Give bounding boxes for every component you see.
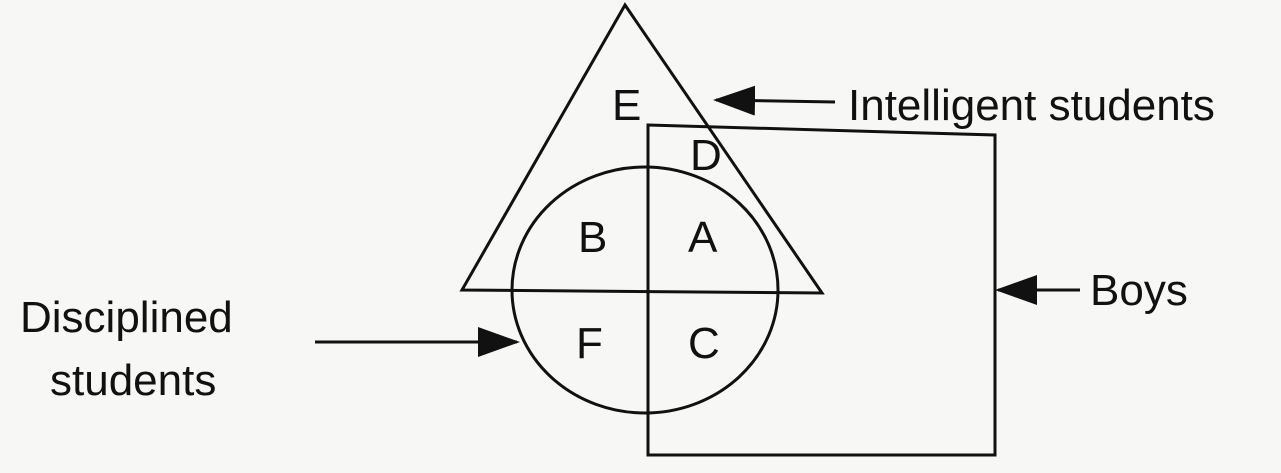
disciplined-students-circle bbox=[510, 165, 780, 415]
region-c: C bbox=[688, 319, 720, 368]
region-d: D bbox=[690, 131, 722, 180]
region-f: F bbox=[576, 319, 603, 368]
intelligent-students-triangle bbox=[459, 2, 825, 295]
region-e: E bbox=[612, 81, 641, 130]
label-disciplined-line2: students bbox=[50, 356, 216, 405]
label-disciplined-line1: Disciplined bbox=[20, 293, 233, 342]
region-a: A bbox=[688, 213, 718, 262]
label-boys: Boys bbox=[1090, 266, 1188, 315]
boys-rectangle bbox=[646, 123, 997, 457]
region-b: B bbox=[578, 213, 607, 262]
intelligent-arrow bbox=[713, 85, 836, 116]
label-intelligent-students: Intelligent students bbox=[848, 81, 1215, 130]
